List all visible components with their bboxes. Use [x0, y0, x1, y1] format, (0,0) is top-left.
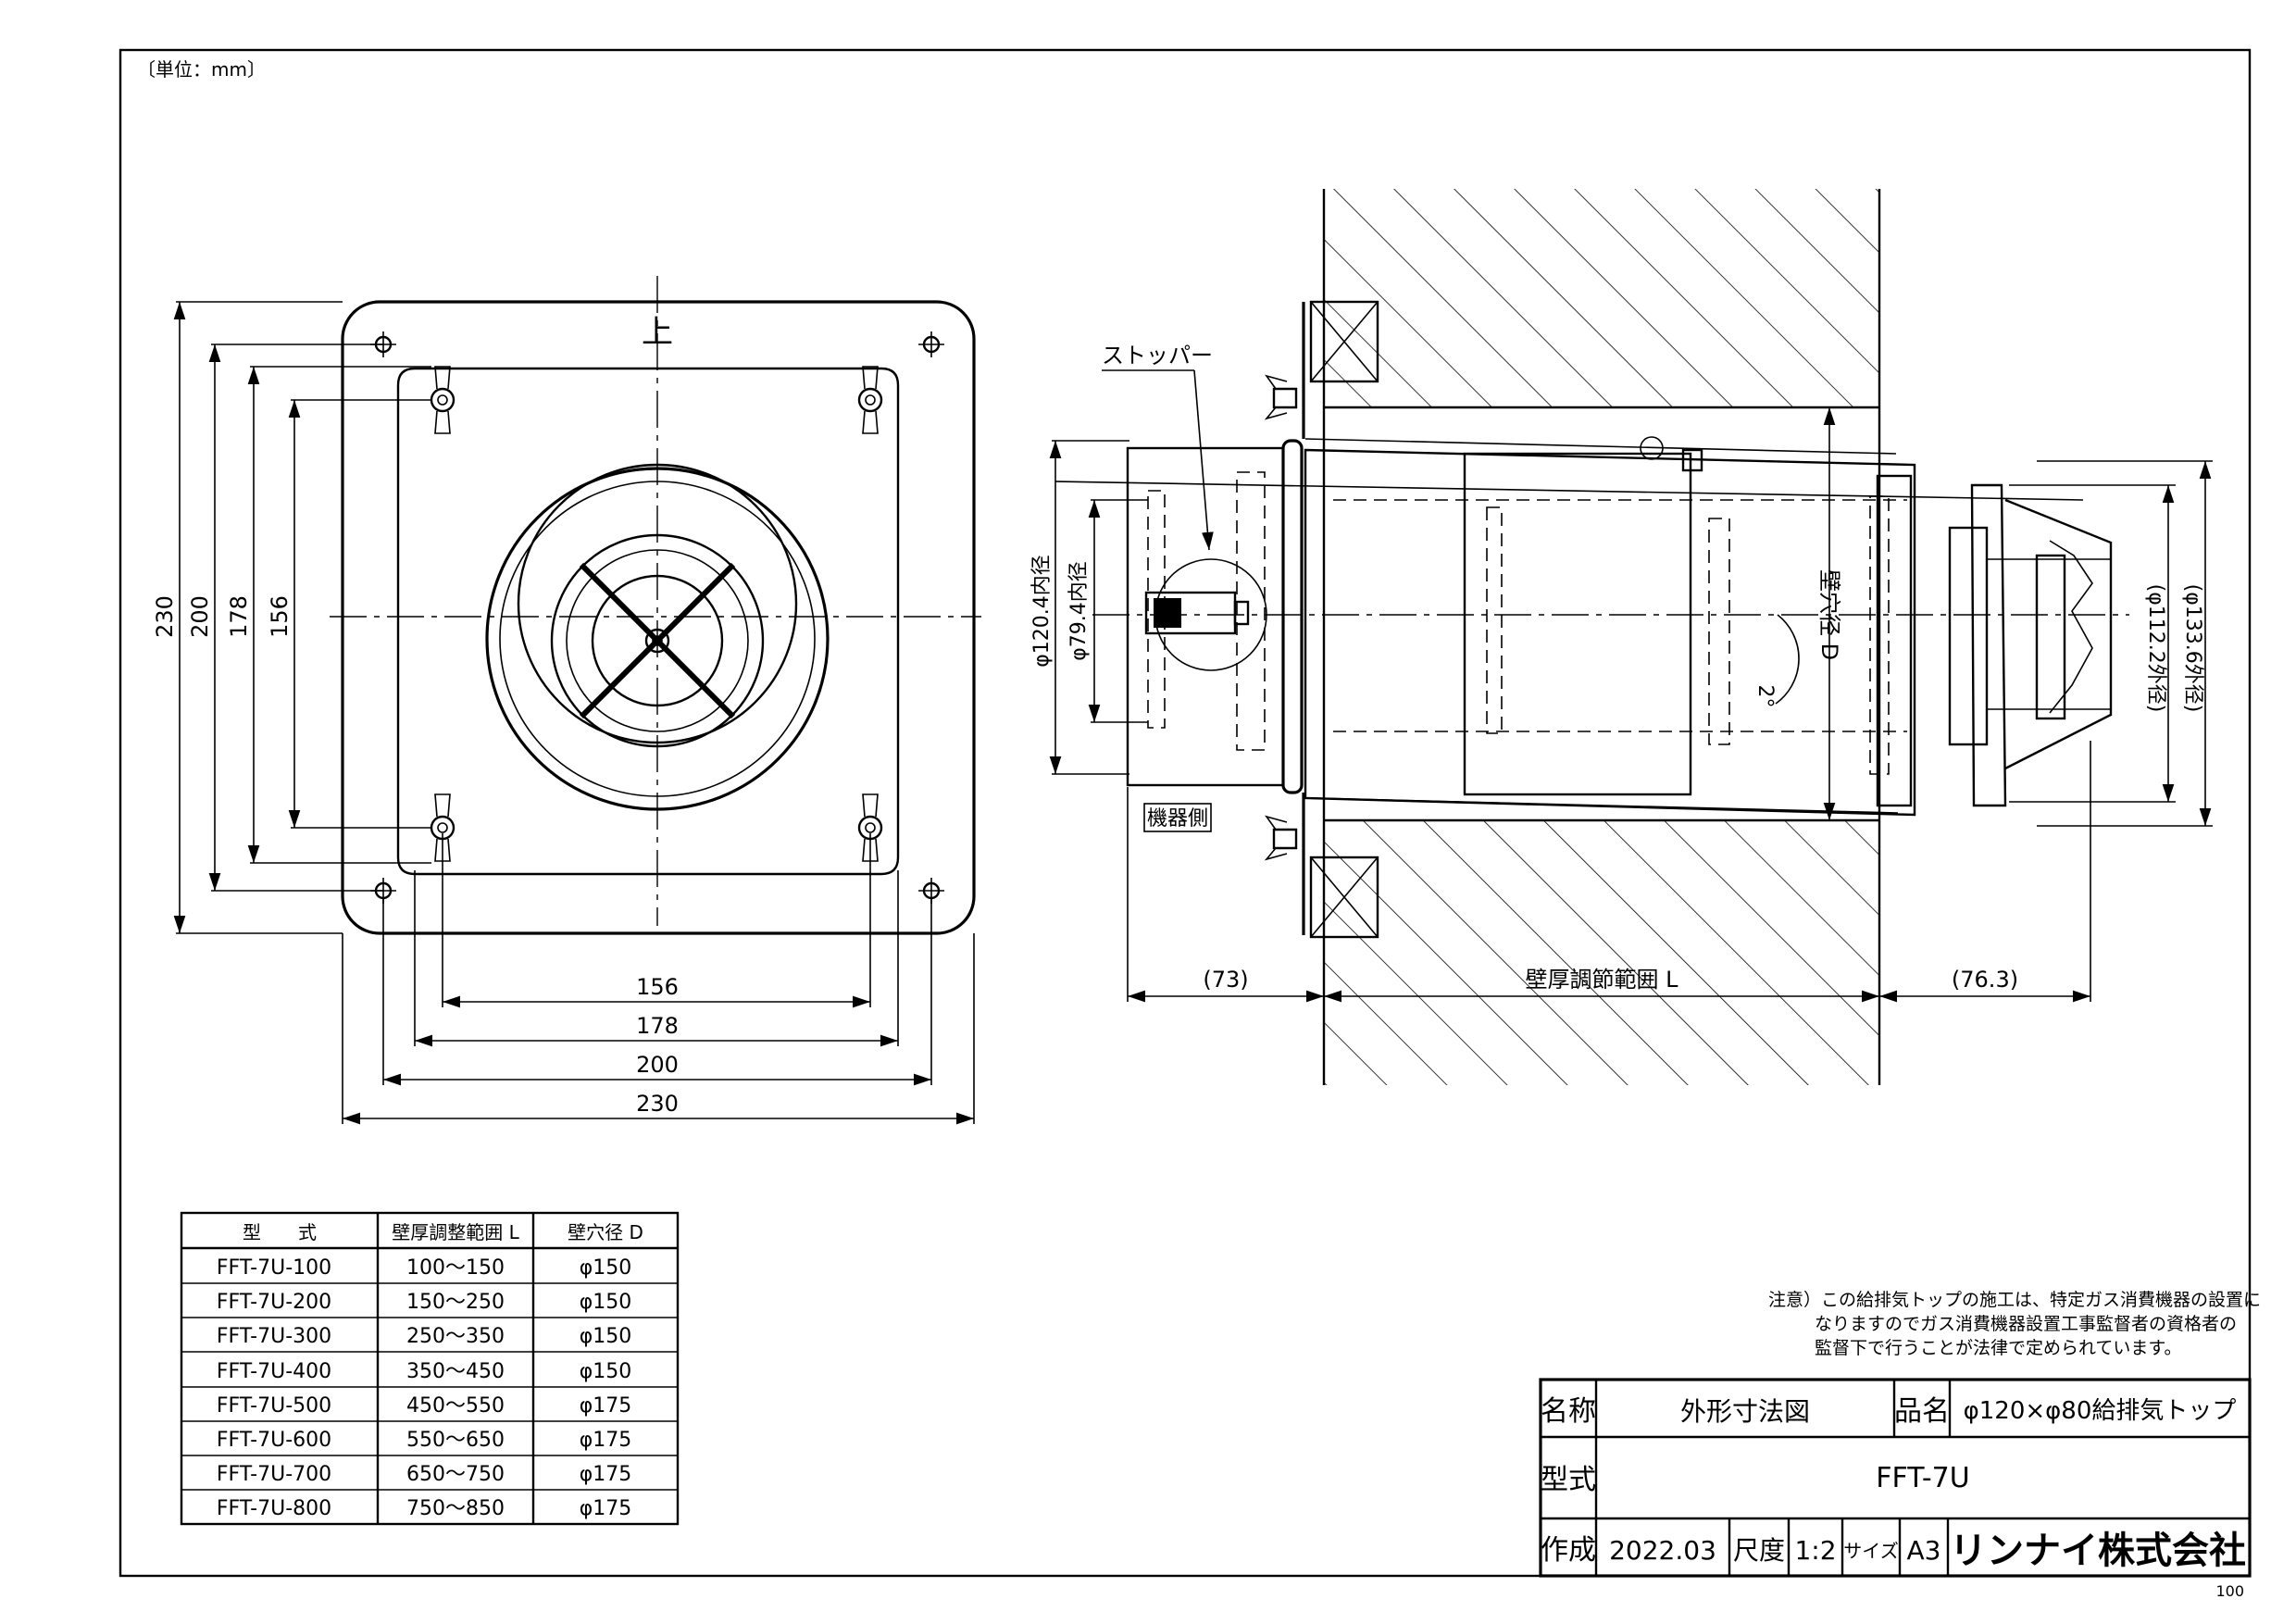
dim-angle: 2°: [1753, 685, 1777, 708]
table-cell-range: 150～250: [406, 1291, 505, 1314]
table-header-model: 型 式: [243, 1221, 317, 1243]
dim-inner-79: φ79.4内径: [1067, 561, 1091, 661]
table-row: FFT-7U-800 750～850 φ175: [217, 1497, 631, 1520]
dim-wall-hole: 壁穴径 D: [1816, 569, 1842, 660]
spacer-blocks: [1302, 300, 1379, 939]
name-value: 外形寸法図: [1680, 1396, 1810, 1427]
dim-left: (73): [1203, 967, 1248, 993]
table-cell-hole: φ175: [580, 1394, 632, 1418]
table-row: FFT-7U-100 100～150 φ150: [217, 1256, 631, 1280]
stopper-label: ストッパー: [1102, 343, 1213, 369]
wing-nuts: [430, 366, 883, 862]
dim-v-230: 230: [152, 595, 178, 638]
wall-sleeve: [1304, 448, 1916, 817]
front-view: 上: [152, 276, 981, 1125]
dim-v-200: 200: [187, 595, 213, 638]
table-header-hole: 壁穴径 D: [568, 1221, 643, 1243]
table-cell-hole: φ150: [580, 1291, 632, 1314]
model-label: 型式: [1541, 1464, 1596, 1496]
size-value: A3: [1907, 1535, 1941, 1566]
table-cell-range: 450～550: [406, 1394, 505, 1418]
dim-h-230: 230: [636, 1091, 679, 1117]
table-cell-range: 650～750: [406, 1463, 505, 1486]
table-cell-range: 100～150: [406, 1256, 505, 1280]
dim-h-200: 200: [636, 1052, 679, 1078]
table-cell-hole: φ150: [580, 1360, 632, 1383]
top-mark: 上: [642, 314, 673, 351]
company-name: リンナイ株式会社: [1950, 1530, 2246, 1572]
sheet-border: [119, 48, 2252, 1578]
wall-lower: [1324, 820, 1879, 1085]
page-number: 100: [2215, 1582, 2244, 1600]
outer-plate: [341, 300, 976, 935]
scale-label: 尺度: [1733, 1535, 1785, 1566]
table-row: FFT-7U-600 550～650 φ175: [217, 1429, 631, 1452]
table-cell-model: FFT-7U-200: [217, 1291, 331, 1314]
dim-v-156: 156: [267, 595, 293, 638]
caution-note: 注意）この給排気トップの施工は、特定ガス消費機器の設置に なりますのでガス消費機…: [1768, 1290, 2261, 1358]
table-header-range: 壁厚調整範囲 L: [392, 1221, 519, 1243]
table-cell-model: FFT-7U-300: [217, 1325, 331, 1348]
model-value: FFT-7U: [1876, 1462, 1969, 1494]
equipment-side-label: 機器側: [1147, 807, 1208, 831]
table-cell-hole: φ175: [580, 1463, 632, 1486]
table-cell-hole: φ150: [580, 1325, 632, 1348]
size-label: サイズ: [1843, 1540, 1898, 1562]
slide-pipe: [1463, 452, 1692, 796]
table-row: FFT-7U-200 150～250 φ150: [217, 1291, 631, 1314]
table-cell-range: 550～650: [406, 1429, 505, 1452]
table-row: FFT-7U-300 250～350 φ150: [217, 1325, 631, 1348]
made-value: 2022.03: [1609, 1535, 1716, 1566]
table-row: FFT-7U-500 450～550 φ175: [217, 1394, 631, 1418]
table-cell-model: FFT-7U-100: [217, 1256, 331, 1280]
table-cell-hole: φ175: [580, 1497, 632, 1520]
table-cell-range: 350～450: [406, 1360, 505, 1383]
note-line: 注意）この給排気トップの施工は、特定ガス消費機器の設置に: [1768, 1290, 2261, 1310]
scale-value: 1:2: [1794, 1535, 1836, 1566]
outdoor-hood: [1948, 483, 2113, 807]
dim-outer-133: (φ133.6外径): [2181, 584, 2204, 713]
dim-h-178: 178: [636, 1013, 679, 1039]
front-horizontal-dims: [342, 833, 975, 1125]
unit-note: 〔単位：mm〕: [137, 58, 266, 81]
table-cell-range: 750～850: [406, 1497, 505, 1520]
table-cell-model: FFT-7U-700: [217, 1463, 331, 1486]
name-label: 名称: [1541, 1395, 1596, 1428]
dim-right: (76.3): [1952, 967, 2018, 993]
table-cell-model: FFT-7U-400: [217, 1360, 331, 1383]
table-cell-model: FFT-7U-500: [217, 1394, 331, 1418]
side-wing-nuts: [1264, 374, 1298, 861]
pipe-circles: [485, 463, 830, 811]
side-view: ストッパー 機器側: [1030, 189, 2213, 1085]
note-line: なりますのでガス消費機器設置工事監督者の資格者の: [1815, 1314, 2237, 1334]
product-value: φ120×φ80給排気トップ: [1964, 1397, 2237, 1425]
made-label: 作成: [1541, 1534, 1596, 1567]
model-table: 型 式 壁厚調整範囲 L 壁穴径 D FFT-7U-100 100～150 φ1…: [180, 1211, 680, 1526]
note-line: 監督下で行うことが法律で定められています。: [1815, 1338, 2182, 1358]
dim-v-178: 178: [226, 595, 252, 638]
product-label: 品名: [1894, 1395, 1950, 1428]
front-vertical-dims: [173, 301, 431, 934]
wall-upper: [1324, 189, 1879, 407]
table-cell-model: FFT-7U-600: [217, 1429, 331, 1452]
dim-h-156: 156: [636, 974, 679, 1000]
dim-wall-range: 壁厚調節範囲 L: [1526, 967, 1679, 993]
table-cell-range: 250～350: [406, 1325, 505, 1348]
flange: [1281, 439, 1304, 794]
inner-plate: [396, 367, 900, 876]
table-row: FFT-7U-400 350～450 φ150: [217, 1360, 631, 1383]
table-cell-model: FFT-7U-800: [217, 1497, 331, 1520]
table-row: FFT-7U-700 650～750 φ175: [217, 1463, 631, 1486]
dim-inner-120: φ120.4内径: [1030, 555, 1054, 668]
table-cell-hole: φ150: [580, 1256, 632, 1280]
table-cell-hole: φ175: [580, 1429, 632, 1452]
title-block: 名称 外形寸法図 品名 φ120×φ80給排気トップ 型式 FFT-7U 作成 …: [1539, 1378, 2252, 1578]
dim-outer-112: (φ112.2外径): [2144, 584, 2167, 713]
